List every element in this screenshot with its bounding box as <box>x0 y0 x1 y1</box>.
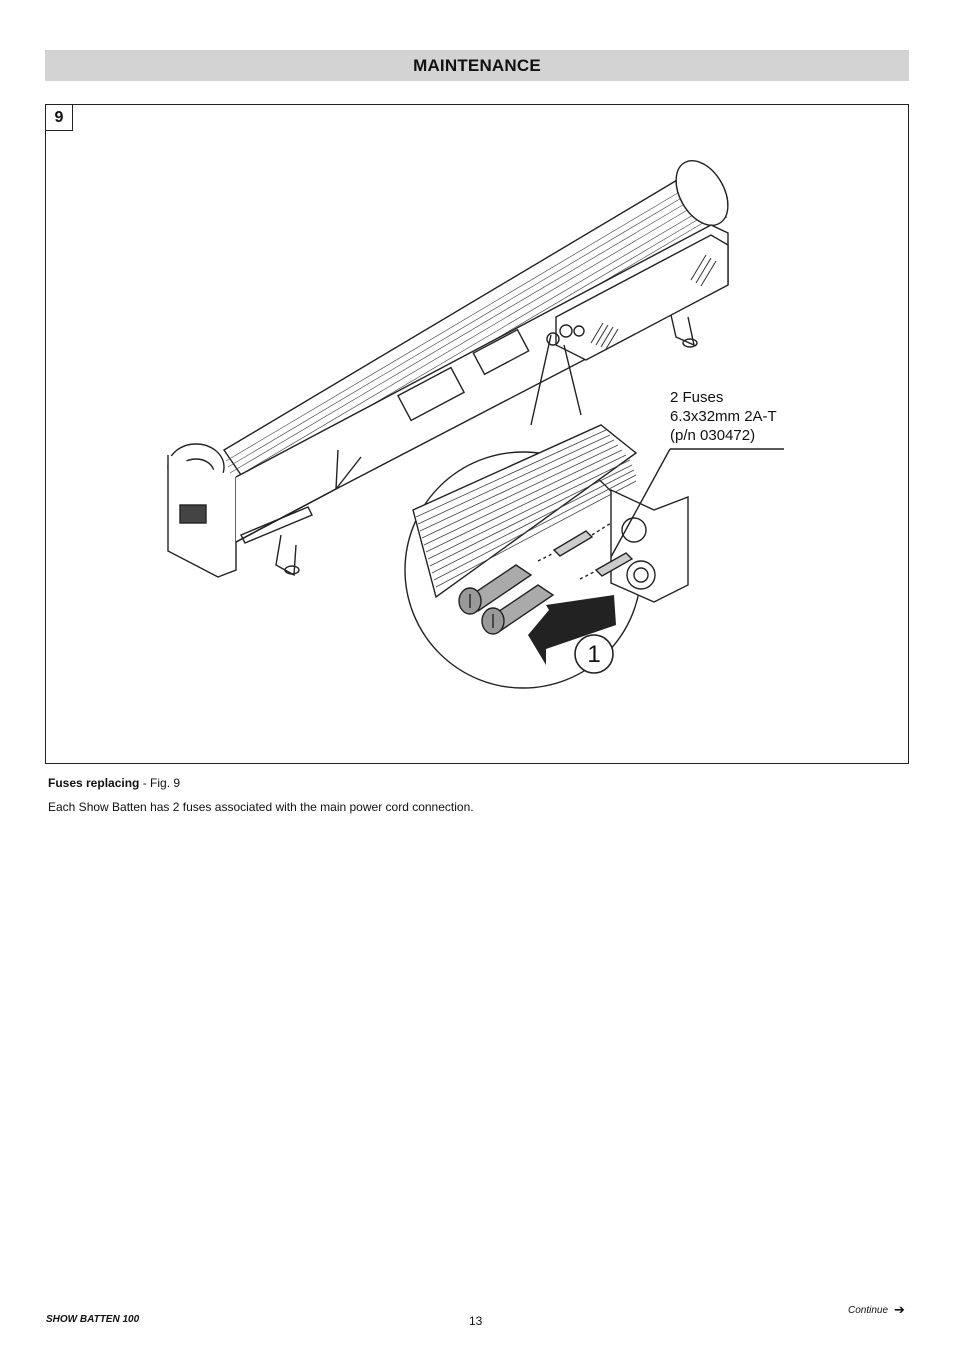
callout-line-3: (p/n 030472) <box>670 427 756 444</box>
body-paragraph: Each Show Batten has 2 fuses associated … <box>48 800 474 814</box>
show-batten-illustration <box>167 160 784 689</box>
page-number: 13 <box>469 1314 483 1328</box>
figure-frame: 9 1 2 Fuses 6.3x32mm 2A-T (p/n 030472) <box>45 104 909 764</box>
fuse-callout: 2 Fuses 6.3x32mm 2A-T (p/n 030472) <box>670 388 777 445</box>
continue-label: Continue <box>848 1304 889 1316</box>
arrow-right-icon: ➔ <box>894 1302 905 1317</box>
step-number: 1 <box>587 641 601 668</box>
callout-line-2: 6.3x32mm 2A-T <box>670 408 777 425</box>
figure-caption: Fuses replacing - Fig. 9 <box>48 776 180 790</box>
section-header: MAINTENANCE <box>45 50 909 81</box>
footer-product: SHOW BATTEN 100 <box>46 1314 140 1325</box>
continue-link: Continue ➔ <box>848 1302 905 1318</box>
caption-title: Fuses replacing <box>48 776 140 790</box>
page-title: MAINTENANCE <box>413 55 541 75</box>
callout-line-1: 2 Fuses <box>670 389 724 406</box>
figure-number: 9 <box>46 105 73 131</box>
caption-ref: - Fig. 9 <box>139 776 181 790</box>
pull-arrow-icon <box>528 595 616 665</box>
